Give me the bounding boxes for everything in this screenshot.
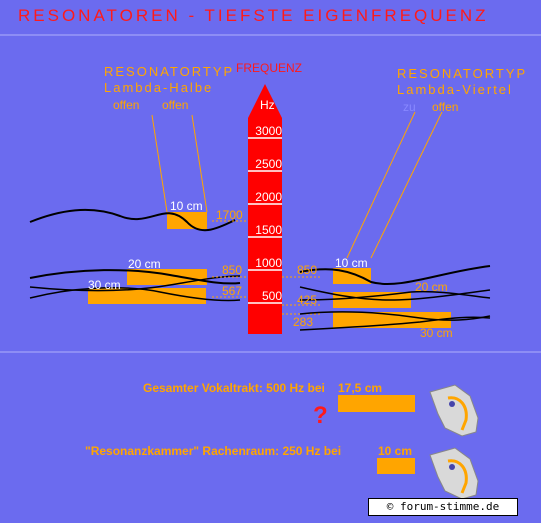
frequency-axis-title: FREQUENZ bbox=[236, 61, 302, 75]
right-wave-20cm-upper bbox=[299, 286, 491, 301]
right-end1-label: zu bbox=[403, 100, 416, 114]
pharynx-label: "Resonanzkammer" Rachenraum: 250 Hz bei bbox=[85, 444, 342, 458]
right-freq-425: 425 bbox=[297, 293, 318, 307]
right-wave-20cm-lower bbox=[299, 290, 491, 301]
left-freq-850: 850 bbox=[222, 263, 243, 277]
left-tube-30cm-label: 30 cm bbox=[88, 278, 121, 292]
left-end2-connector bbox=[191, 114, 208, 213]
head-illustration-2 bbox=[429, 447, 479, 500]
right-tube-30cm-label: 30 cm bbox=[420, 326, 453, 340]
copyright-credit: © forum-stimme.de bbox=[368, 498, 518, 516]
frequency-bar bbox=[248, 118, 282, 334]
left-wave-10cm bbox=[29, 208, 236, 232]
left-tube-30cm bbox=[88, 288, 206, 304]
tick-label-1000: 1000 bbox=[255, 256, 282, 270]
tick-label-2000: 2000 bbox=[255, 190, 282, 204]
left-freq-567: 567 bbox=[222, 284, 243, 298]
frequency-ticks bbox=[248, 137, 282, 304]
tick-label-1500: 1500 bbox=[255, 223, 282, 237]
right-end2-connector bbox=[370, 111, 443, 259]
right-freq-283: 283 bbox=[293, 315, 314, 329]
right-tube-30cm bbox=[333, 312, 451, 328]
head-illustration-1 bbox=[429, 384, 479, 437]
title-divider bbox=[0, 34, 541, 36]
left-type-name: Lambda-Halbe bbox=[104, 80, 214, 95]
axis-unit: Hz bbox=[260, 98, 275, 112]
right-tube-10cm bbox=[333, 268, 371, 284]
left-freq-1700: 1700 bbox=[216, 208, 243, 222]
left-wave-20cm-upper bbox=[29, 269, 241, 285]
right-tube-10cm-label: 10 cm bbox=[335, 256, 368, 270]
right-freq-850: 850 bbox=[297, 263, 318, 277]
left-tube-20cm bbox=[127, 269, 207, 285]
right-type-name: Lambda-Viertel bbox=[397, 82, 513, 97]
left-end2-label: offen bbox=[162, 98, 189, 112]
tick-label-2500: 2500 bbox=[255, 157, 282, 171]
right-wave-10cm bbox=[299, 265, 491, 286]
page-title: RESONATOREN - TIEFSTE EIGENFREQUENZ bbox=[18, 6, 489, 25]
vocal-tract-label: Gesamter Vokaltrakt: 500 Hz bei bbox=[143, 381, 325, 395]
right-tube-20cm bbox=[333, 292, 411, 308]
left-tube-20cm-label: 20 cm bbox=[128, 257, 161, 271]
pharynx-tube bbox=[377, 458, 415, 474]
right-wave-30cm-lower bbox=[299, 316, 491, 331]
right-type-label: RESONATORTYP bbox=[397, 66, 528, 81]
left-tube-10cm bbox=[167, 212, 207, 229]
left-end1-connector bbox=[151, 114, 168, 213]
pharynx-value: 10 cm bbox=[378, 444, 413, 458]
left-end1-label: offen bbox=[113, 98, 140, 112]
vocal-tract-value: 17,5 cm bbox=[338, 381, 383, 395]
right-tube-20cm-label: 20 cm bbox=[415, 280, 448, 294]
right-end2-label: offen bbox=[432, 100, 459, 114]
vocal-tract-tube bbox=[338, 395, 415, 412]
right-end1-connector bbox=[346, 111, 416, 259]
tick-label-500: 500 bbox=[261, 289, 282, 303]
frequency-bar-arrow bbox=[248, 84, 282, 118]
tick-label-3000: 3000 bbox=[255, 124, 282, 138]
right-wave-30cm-upper bbox=[299, 311, 491, 321]
left-wave-30cm bbox=[29, 287, 241, 302]
left-type-label: RESONATORTYP bbox=[104, 64, 235, 79]
question-mark: ? bbox=[313, 402, 328, 429]
left-tube-10cm-label: 10 cm bbox=[170, 199, 203, 213]
